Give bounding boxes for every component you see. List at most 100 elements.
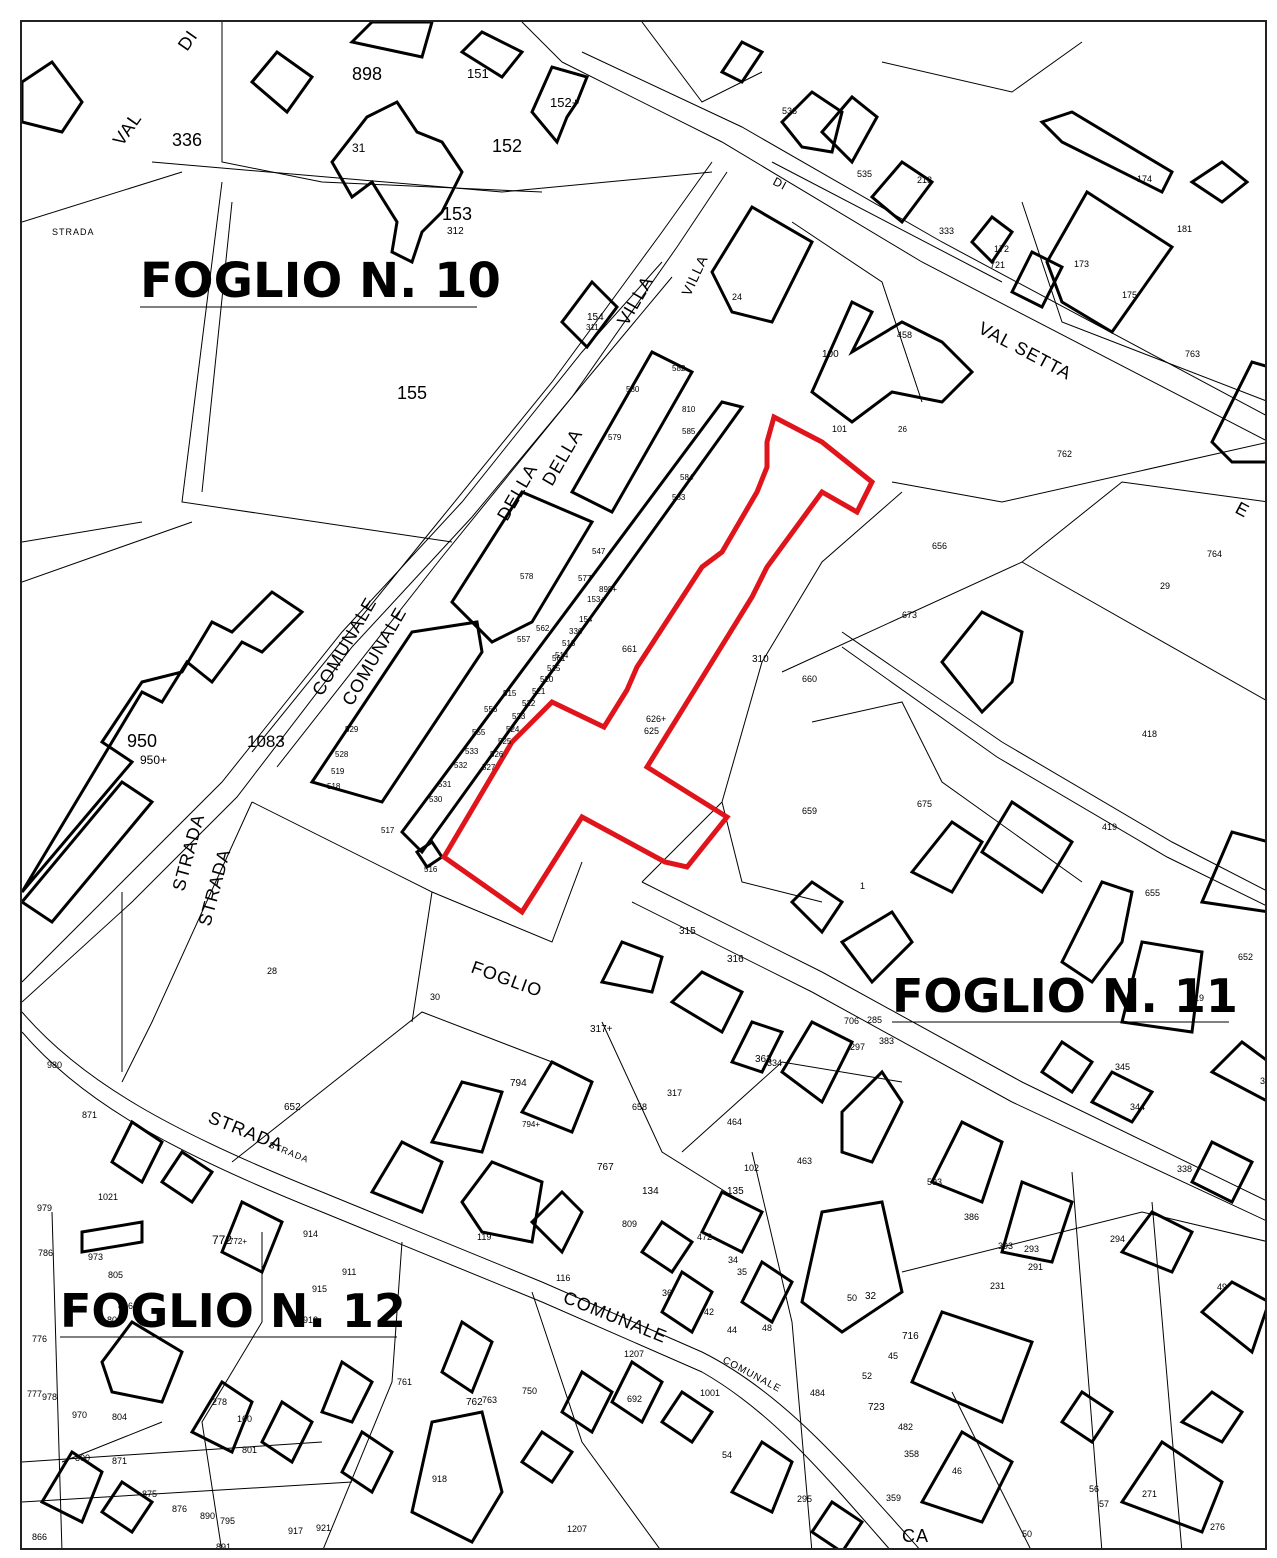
parcel-number: 418 <box>1142 729 1157 739</box>
parcel-number: 776 <box>32 1334 47 1344</box>
road-label-strada-nw: STRADA <box>52 227 95 237</box>
parcel-number: 24 <box>732 292 742 302</box>
parcel-number: 173 <box>1074 259 1089 269</box>
parcel-number: 152 <box>492 136 522 156</box>
parcel-number: 892 <box>268 1548 283 1550</box>
parcel-number: 174 <box>1137 174 1152 184</box>
parcel-number: 577 <box>578 574 592 583</box>
parcel-number: 524 <box>506 725 520 734</box>
parcel-number: 585 <box>682 427 696 436</box>
parcel-number: 31 <box>352 141 366 155</box>
parcel-number: 794+ <box>522 1120 540 1129</box>
parcel-number: 871 <box>82 1110 97 1120</box>
parcel-number: 526 <box>490 750 504 759</box>
parcel-number: 555 <box>472 728 486 737</box>
parcel-number: 529 <box>345 725 359 734</box>
parcel-number: 914 <box>303 1229 318 1239</box>
parcel-number: 723 <box>868 1402 885 1413</box>
road-label-strada-w2: STRADA <box>195 847 235 928</box>
parcel-number: 950 <box>127 731 157 751</box>
parcel-number: 522 <box>522 699 536 708</box>
parcel-number: 528 <box>335 750 349 759</box>
parcel-number: 119 <box>477 1232 491 1242</box>
parcel-number: 891 <box>216 1542 231 1550</box>
parcel-number: 973 <box>88 1252 103 1262</box>
parcel-number: 800 <box>75 1453 90 1463</box>
parcel-number: 1001 <box>700 1388 720 1398</box>
parcel-number: 580 <box>626 385 640 394</box>
parcel-number: 980 <box>47 1060 62 1070</box>
parcel-number: 871 <box>112 1456 127 1466</box>
parcel-number: 557 <box>517 635 531 644</box>
parcel-number: 310 <box>752 654 769 665</box>
parcel-number: 898+ <box>599 585 617 594</box>
parcel-number: 285 <box>867 1015 882 1025</box>
parcel-number: 561 <box>552 654 566 663</box>
parcel-number: 527 <box>482 763 496 772</box>
parcel-number: 536 <box>782 106 797 116</box>
parcel-number: 155 <box>397 383 427 403</box>
road-label-val-setta: VAL SETTA <box>975 318 1075 384</box>
parcel-number: 517 <box>381 826 395 835</box>
parcel-number: 582 <box>672 364 686 373</box>
parcel-number: 809 <box>622 1219 637 1229</box>
parcel-number: 152+ <box>550 95 579 110</box>
parcel-number: 763 <box>482 1395 497 1405</box>
sheet-label-12: FOGLIO N. 12 <box>60 1284 406 1338</box>
road-label-strada-w1: STRADA <box>169 812 209 893</box>
parcel-number: 419 <box>1102 822 1117 832</box>
parcel-number: 675 <box>917 799 932 809</box>
parcel-number: 181 <box>1177 224 1192 234</box>
parcel-number: 520 <box>540 675 554 684</box>
parcel-number: 593 <box>927 1177 942 1187</box>
parcel-number: 54 <box>722 1450 732 1460</box>
road-label-e: E <box>1232 498 1253 522</box>
parcel-boundaries <box>22 22 1265 1548</box>
parcel-number: 153+ <box>587 595 605 604</box>
parcel-number: 363 <box>755 1054 772 1065</box>
buildings <box>22 22 1265 1548</box>
parcel-number: 562 <box>536 624 550 633</box>
parcel-number: 767 <box>597 1162 614 1173</box>
parcel-number: 1207 <box>624 1349 644 1359</box>
parcel-number: 556 <box>484 705 498 714</box>
parcel-number: 52 <box>862 1371 872 1381</box>
parcel-number: 716 <box>902 1331 919 1342</box>
parcel-number: 579 <box>608 433 622 442</box>
parcel-number: 911 <box>342 1267 356 1277</box>
parcel-number: 777 <box>27 1389 42 1399</box>
parcel-number: 1083 <box>247 732 285 751</box>
parcel-number: 36 <box>662 1288 672 1298</box>
road-network <box>22 51 1265 1548</box>
parcel-number: 533 <box>465 747 479 756</box>
parcel-number: 626+ <box>646 714 666 724</box>
parcel-number: 472 <box>697 1232 712 1242</box>
parcel-number: 658 <box>632 1102 647 1112</box>
parcel-number: 48 <box>762 1323 772 1333</box>
parcel-number: 231 <box>990 1281 1005 1291</box>
parcel-number: 291 <box>1028 1262 1043 1272</box>
highlighted-parcel[interactable] <box>440 413 876 916</box>
parcel-number: 32 <box>865 1291 877 1302</box>
sheet-label-11: FOGLIO N. 11 <box>892 969 1238 1023</box>
parcel-number: 297 <box>850 1042 865 1052</box>
parcel-number: 160 <box>237 1414 252 1424</box>
parcel-number: 151 <box>467 66 489 81</box>
parcel-number: 154 <box>579 615 593 624</box>
parcel-number: 801 <box>242 1445 257 1455</box>
road-label-della-1: DELLA <box>493 460 541 524</box>
parcel-number: 514 <box>555 651 569 660</box>
parcel-number: 921 <box>316 1523 331 1533</box>
road-label-di-2: DI <box>771 174 790 193</box>
parcel-number: 950+ <box>140 753 167 767</box>
parcel-number: 979 <box>37 1203 52 1213</box>
parcel-number: 355 <box>1260 1076 1267 1086</box>
parcel-number: 294 <box>1110 1234 1125 1244</box>
parcel-number: 875 <box>142 1489 157 1499</box>
parcel-number: 464 <box>727 1117 742 1127</box>
parcel-number: 293 <box>1024 1244 1039 1254</box>
parcel-number: 359 <box>886 1493 901 1503</box>
road-label-di: DI <box>174 26 202 54</box>
parcel-number: 278 <box>212 1397 227 1407</box>
